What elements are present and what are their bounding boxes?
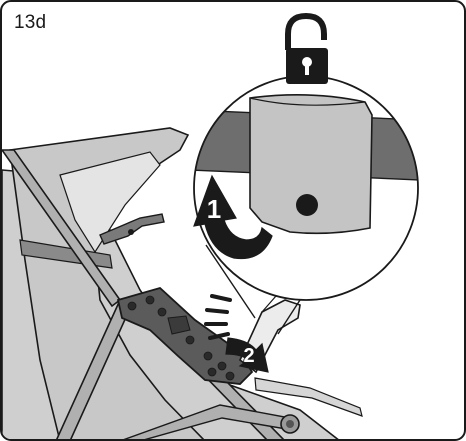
arrow-2-number: 2 [243,345,254,367]
arrow-1-number: 1 [207,194,221,224]
step-label: 13d [14,12,46,34]
detail-release-button[interactable] [296,194,318,216]
